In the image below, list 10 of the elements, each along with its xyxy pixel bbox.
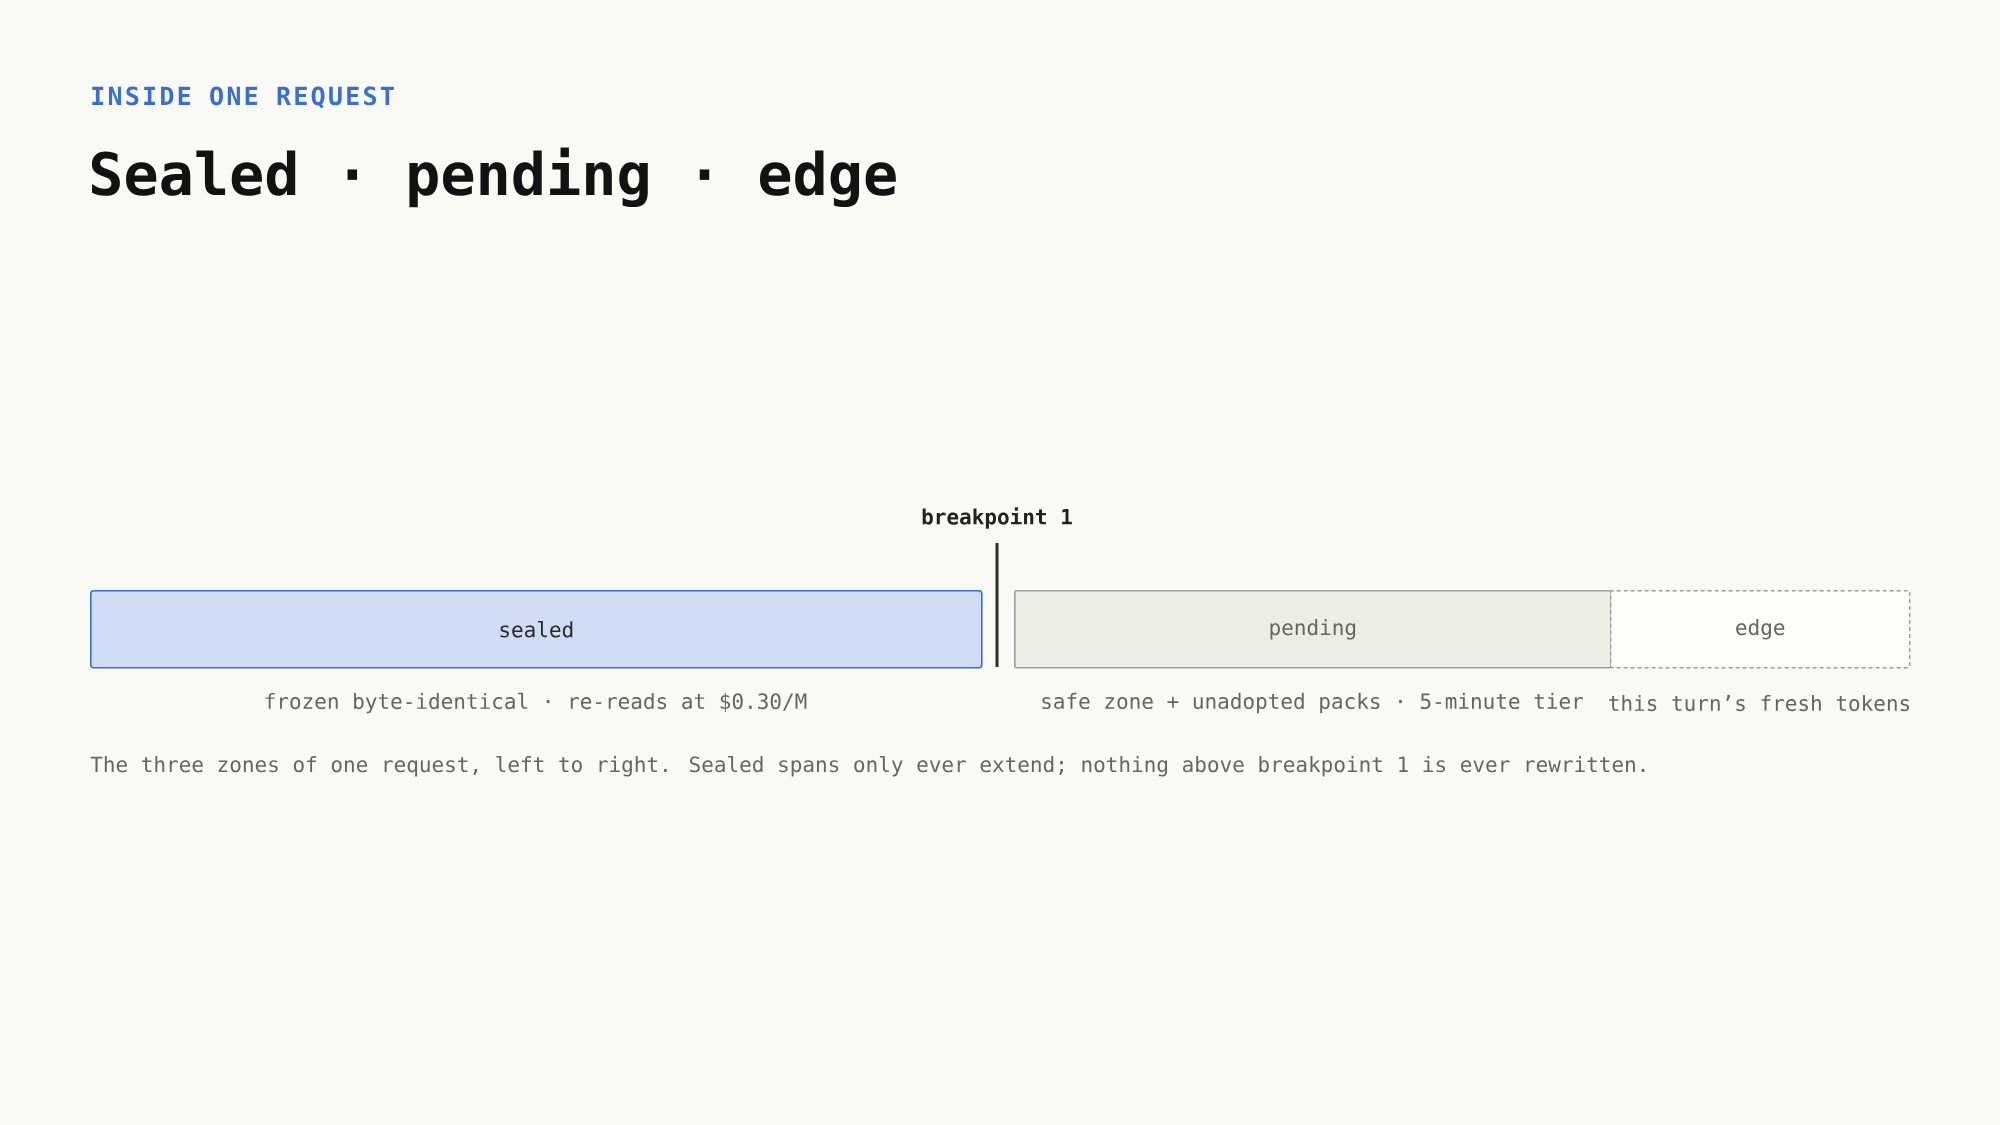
zone-bar: sealed: [90, 590, 983, 669]
zone-bar: pending: [1014, 590, 1612, 669]
caption: The three zones of one request, left to right. Sealed spans only ever extend; nothing above breakpoint 1 is ever rewritten.: [90, 755, 1645, 777]
zone-caption: frozen byte-identical · re-reads at $0.30/M: [265, 692, 807, 714]
title: Sealed · pending · edge: [91, 147, 896, 208]
section-label: INSIDE ONE REQUEST: [92, 86, 394, 109]
zone-bar: edge: [1610, 590, 1911, 669]
marker-label: breakpoint 1: [922, 507, 1072, 529]
zone-caption: this turn’s fresh tokens: [1609, 694, 1910, 712]
zone-caption: safe zone + unadopted packs · 5-minute tier: [1042, 692, 1583, 714]
